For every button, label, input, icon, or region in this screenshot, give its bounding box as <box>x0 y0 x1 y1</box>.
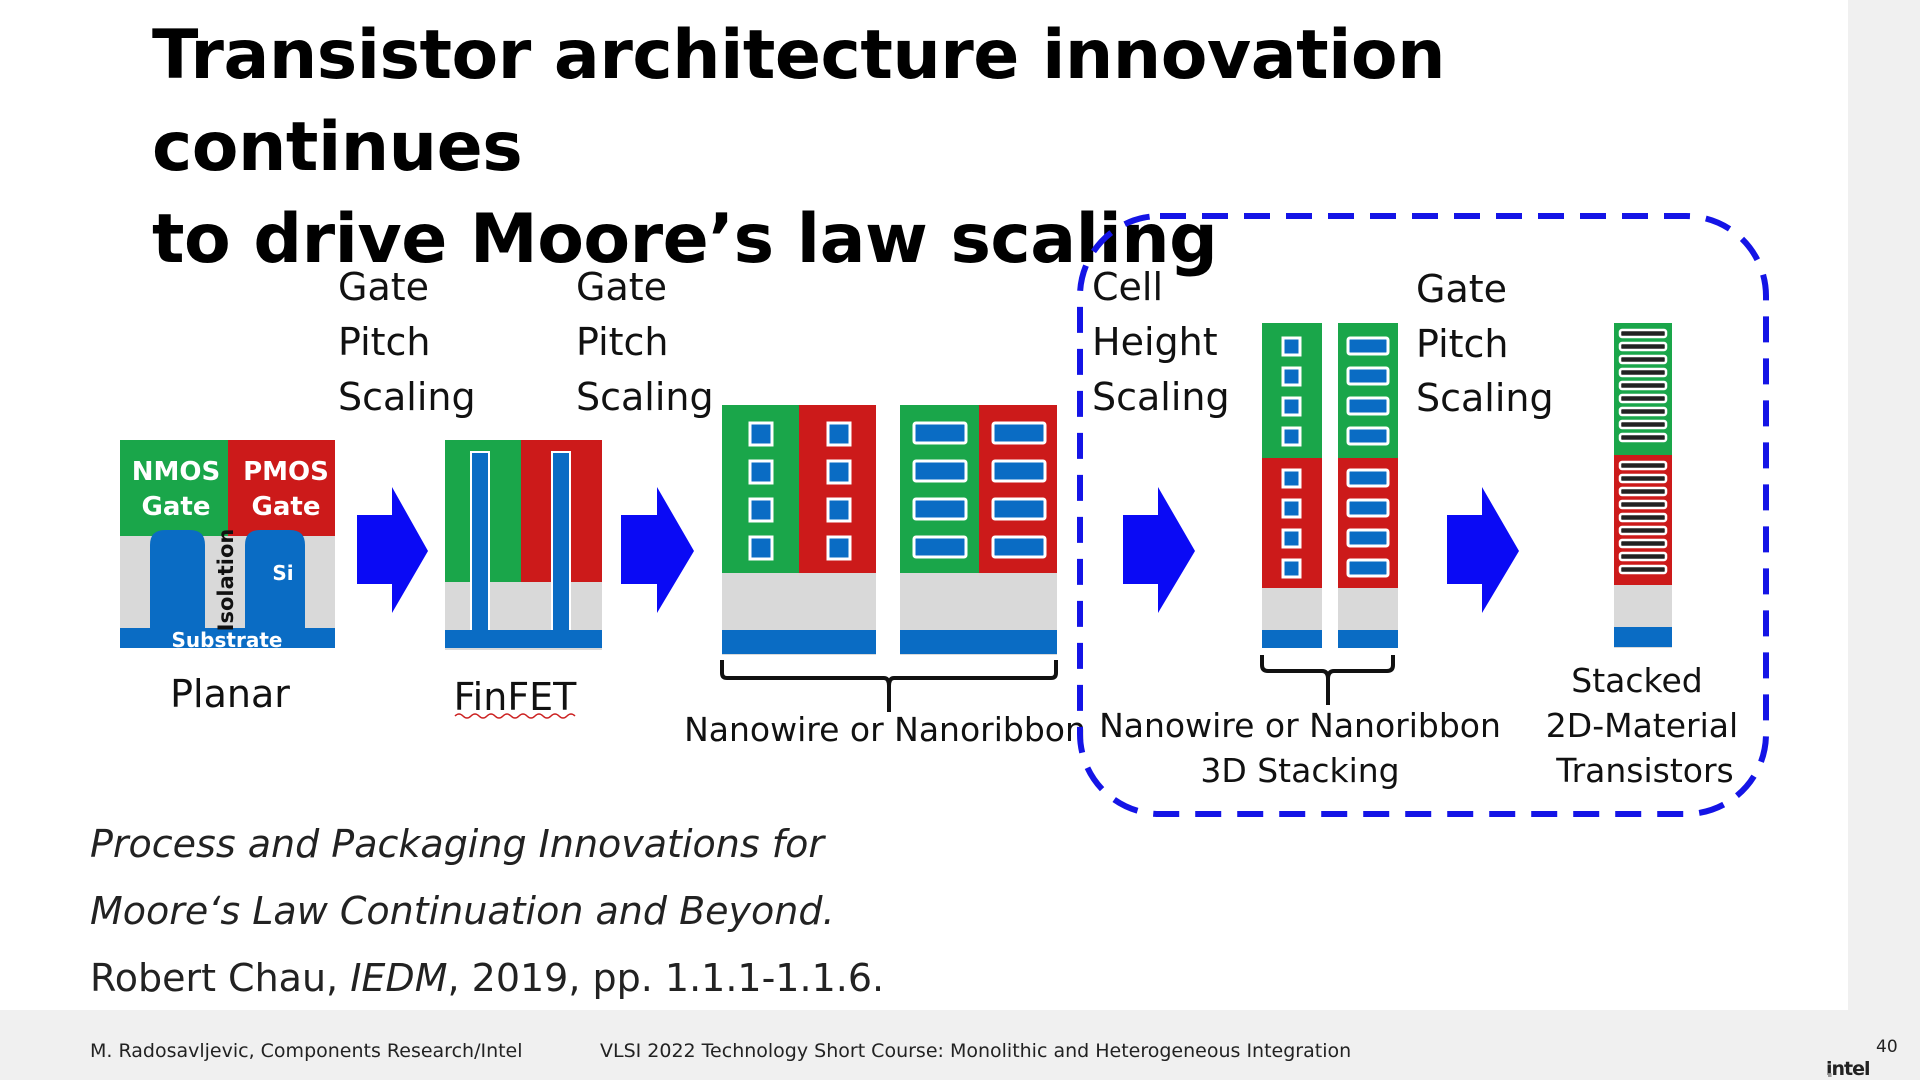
slide-title: Transistor architecture innovation conti… <box>152 10 1752 286</box>
nanoribbon-channels <box>912 421 1047 559</box>
nanowire-channels <box>748 421 852 561</box>
nanowire-substrate <box>722 630 876 654</box>
stacked-nanowire-substrate <box>1262 630 1322 648</box>
nanowire-transistor <box>722 405 876 655</box>
arrow-label-line: Height <box>1092 320 1218 364</box>
substrate-layer <box>120 628 335 648</box>
nanoribbon-transistor <box>900 405 1057 655</box>
finfet-substrate <box>445 630 602 648</box>
fin <box>470 451 490 637</box>
citation-venue: IEDM <box>350 956 448 1000</box>
fin <box>551 451 571 637</box>
stacked-nanoribbon-transistor <box>1338 323 1398 648</box>
arrow-label-gate-pitch-2: Gate Pitch Scaling <box>576 265 714 419</box>
footer-course: VLSI 2022 Technology Short Course: Monol… <box>600 1040 1352 1062</box>
arrow-label-gate-pitch-1: Gate Pitch Scaling <box>338 265 476 419</box>
arrow-label-line: Scaling <box>1092 375 1230 419</box>
citation-author: Robert Chau, <box>90 956 339 1000</box>
finfet-caption: FinFET <box>454 675 578 719</box>
future-architectures-box <box>1077 213 1769 817</box>
pmos-well <box>245 530 305 628</box>
intel-logo-text: intel <box>1826 1058 1871 1080</box>
stacking-bracket <box>1260 655 1395 705</box>
arrow-label-line: Gate <box>1416 267 1507 311</box>
arrow-label-line: Pitch <box>338 320 431 364</box>
stacked-2d-caption-3: Transistors <box>1555 751 1733 790</box>
stacked-nanowire-transistor <box>1262 323 1322 648</box>
footer: M. Radosavljevic, Components Research/In… <box>0 1010 1871 1082</box>
stacked-nanowire-channels <box>1281 336 1302 579</box>
substrate-label: Substrate <box>172 628 283 652</box>
stacked-nanoribbon-channels <box>1346 336 1390 578</box>
citation-details: , 2019, pp. 1.1.1-1.1.6. <box>447 956 885 1000</box>
stacked-2d-caption-2: 2D-Material <box>1546 706 1738 745</box>
title-line-2: to drive Moore’s law scaling <box>152 200 1218 279</box>
arrow-label-line: Pitch <box>576 320 669 364</box>
pmos-label-1: PMOS <box>243 457 329 487</box>
nanowire-bracket <box>720 660 1058 712</box>
stacked-2d-substrate <box>1614 627 1672 647</box>
arrow-icon <box>621 487 694 613</box>
spellcheck-underline <box>454 713 576 719</box>
stacking-caption-2: 3D Stacking <box>1200 751 1399 790</box>
nanoribbon-substrate <box>900 630 1057 654</box>
arrow-icon <box>357 487 428 613</box>
arrow-label-line: Gate <box>576 265 667 309</box>
planar-transistor: NMOS Gate PMOS Gate Isolation Si Substra… <box>120 440 335 716</box>
si-label: Si <box>272 561 293 585</box>
page-number: 40 <box>1876 1037 1898 1057</box>
stacked-2d-channels <box>1618 328 1668 575</box>
isolation-label: Isolation <box>214 529 238 632</box>
planar-caption: Planar <box>170 672 290 716</box>
title-line-1: Transistor architecture innovation conti… <box>152 16 1446 187</box>
finfet-transistor: FinFET <box>445 440 602 719</box>
arrow-icon <box>1123 487 1195 613</box>
arrow-label-cell-height: Cell Height Scaling <box>1092 265 1230 419</box>
pmos-label-2: Gate <box>252 492 321 522</box>
pmos-gate <box>228 440 335 536</box>
citation-title-line-1: Process and Packaging Innovations for <box>90 822 824 866</box>
arrow-label-gate-pitch-3: Gate Pitch Scaling <box>1416 267 1554 420</box>
arrow-label-line: Gate <box>338 265 429 309</box>
arrow-label-line: Scaling <box>576 375 714 419</box>
arrow-label-line: Scaling <box>338 375 476 419</box>
stacked-nanoribbon-substrate <box>1338 630 1398 648</box>
transistor-diagram: NMOS Gate PMOS Gate Isolation Si Substra… <box>120 213 1769 817</box>
arrow-label-line: Cell <box>1092 265 1163 309</box>
slide-margin <box>1848 0 1920 1080</box>
nmos-label-2: Gate <box>142 492 211 522</box>
nmos-well <box>150 530 205 628</box>
citation-reference: Robert Chau, IEDM, 2019, pp. 1.1.1-1.1.6… <box>90 956 884 1000</box>
arrow-icon <box>1447 487 1519 613</box>
arrow-label-line: Pitch <box>1416 322 1509 366</box>
footer-author: M. Radosavljevic, Components Research/In… <box>90 1040 523 1062</box>
nanowire-caption: Nanowire or Nanoribbon <box>684 710 1086 749</box>
citation-title-line-2: Moore‘s Law Continuation and Beyond. <box>90 889 835 933</box>
stacked-2d-material-transistor <box>1614 323 1672 648</box>
nmos-label-1: NMOS <box>132 457 220 487</box>
nmos-gate <box>120 440 228 536</box>
arrow-label-line: Scaling <box>1416 376 1554 420</box>
stacked-2d-caption-1: Stacked <box>1571 661 1702 700</box>
stacking-caption-1: Nanowire or Nanoribbon <box>1099 706 1501 745</box>
